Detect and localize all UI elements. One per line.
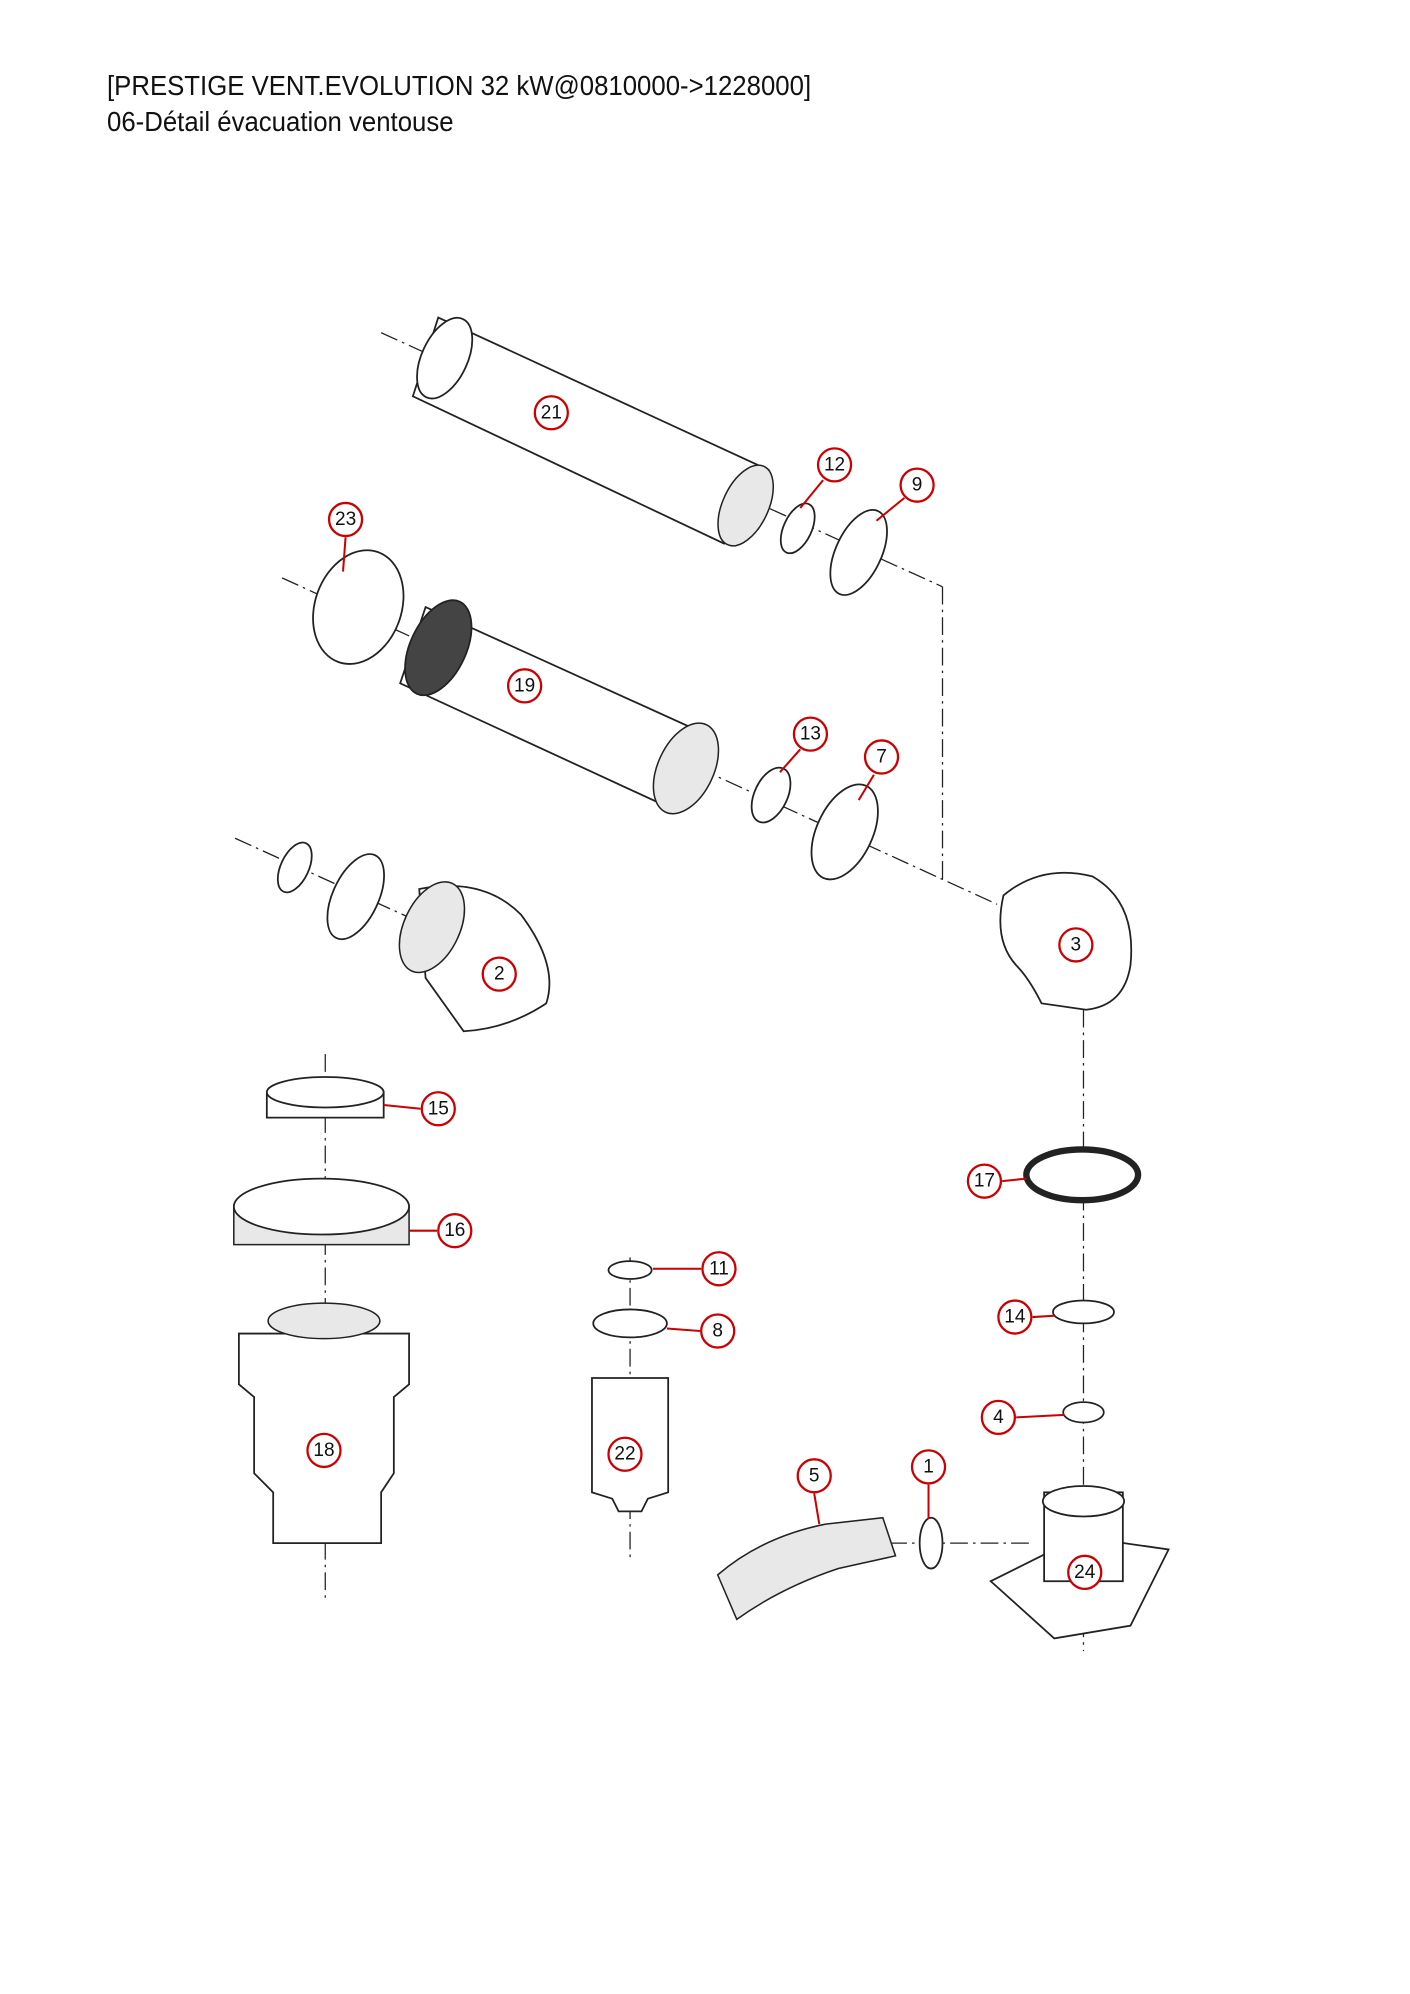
callout-16[interactable]: 16 (437, 1213, 473, 1249)
callout-11[interactable]: 11 (701, 1251, 737, 1287)
callout-19[interactable]: 19 (506, 668, 543, 704)
part-19-terminal (399, 599, 720, 815)
part-24-adapter (989, 1485, 1170, 1640)
callout-15[interactable]: 15 (420, 1091, 456, 1127)
part-8-ring (592, 1308, 668, 1339)
svg-text:8: 8 (712, 1321, 723, 1342)
svg-text:17: 17 (974, 1171, 995, 1192)
part-2-opening (398, 881, 466, 974)
callout-3[interactable]: 3 (1058, 927, 1094, 963)
callout-9[interactable]: 9 (899, 467, 935, 503)
svg-text:14: 14 (1004, 1307, 1026, 1328)
callout-24[interactable]: 24 (1067, 1554, 1103, 1590)
callout-7[interactable]: 7 (863, 739, 900, 775)
svg-text:19: 19 (514, 675, 535, 696)
callout-21[interactable]: 21 (533, 395, 569, 431)
svg-text:1: 1 (923, 1456, 934, 1477)
callout-12[interactable]: 12 (816, 447, 853, 483)
part-7-ring (810, 783, 879, 881)
svg-text:3: 3 (1071, 934, 1082, 955)
ring-medium (326, 853, 385, 941)
part-13-ring (750, 766, 792, 824)
part-16-ring (232, 1177, 410, 1246)
ring-small (276, 841, 313, 894)
svg-text:12: 12 (824, 454, 845, 475)
diagram-title: [PRESTIGE VENT.EVOLUTION 32 kW@0810000->… (107, 70, 812, 101)
part-21-pipe (411, 316, 775, 547)
svg-text:7: 7 (876, 746, 887, 767)
part-12-ring (779, 502, 816, 555)
part-5-hose (716, 1516, 897, 1621)
part-9-ring (829, 509, 888, 596)
callout-23[interactable]: 23 (327, 501, 364, 538)
callout-14[interactable]: 14 (997, 1299, 1033, 1335)
svg-text:23: 23 (335, 509, 356, 530)
callout-8[interactable]: 8 (700, 1313, 736, 1349)
svg-text:9: 9 (912, 475, 923, 496)
callout-22[interactable]: 22 (607, 1436, 643, 1472)
callout-2[interactable]: 2 (481, 956, 517, 992)
svg-text:5: 5 (809, 1465, 820, 1486)
callout-17[interactable]: 17 (966, 1163, 1003, 1199)
callout-5[interactable]: 5 (796, 1458, 832, 1494)
svg-text:24: 24 (1074, 1562, 1096, 1583)
svg-text:11: 11 (709, 1258, 729, 1279)
svg-text:2: 2 (494, 964, 505, 985)
svg-text:13: 13 (800, 724, 821, 745)
diagram-subtitle: 06-Détail évacuation ventouse (107, 106, 454, 137)
svg-text:22: 22 (614, 1444, 635, 1465)
svg-text:21: 21 (541, 402, 562, 423)
part-17-gasket (1023, 1146, 1142, 1204)
svg-text:18: 18 (313, 1440, 334, 1461)
leader-lines (342, 479, 1065, 1525)
svg-text:15: 15 (428, 1098, 449, 1119)
part-14-ring (1052, 1299, 1115, 1325)
callout-4[interactable]: 4 (980, 1399, 1017, 1436)
svg-text:16: 16 (444, 1220, 465, 1241)
part-4-seal (1062, 1401, 1105, 1424)
callout-1[interactable]: 1 (910, 1449, 947, 1485)
part-11-ring (607, 1260, 653, 1280)
part-23-plate (312, 549, 405, 665)
part-15-ring (265, 1076, 385, 1119)
part-1-clamp (918, 1516, 944, 1570)
callout-13[interactable]: 13 (792, 716, 829, 752)
part-18-terminal-base (237, 1302, 410, 1545)
callout-18[interactable]: 18 (306, 1432, 342, 1469)
svg-text:4: 4 (993, 1407, 1004, 1428)
